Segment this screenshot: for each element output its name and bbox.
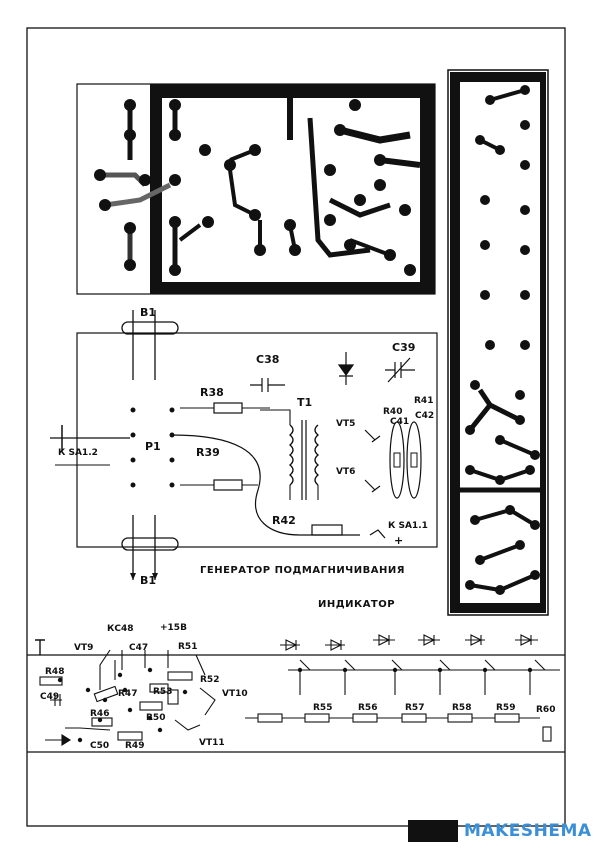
label-r38: R38 — [200, 386, 224, 399]
label-b1-top: В1 — [140, 306, 156, 319]
label-r57: R57 — [405, 703, 424, 713]
watermark: MAKESHEMA — [408, 818, 594, 844]
label-r60: R60 — [536, 705, 555, 715]
label-r49: R49 — [125, 741, 144, 751]
label-r51: R51 — [178, 642, 197, 652]
control-strip — [27, 634, 565, 753]
right-pcb-board — [447, 69, 549, 616]
label-t1: Т1 — [297, 396, 312, 409]
top-pcb-board — [76, 83, 436, 295]
indicator-labels: R55 R56 R57 R58 R59 R60 — [313, 703, 555, 715]
caption-indicator: ИНДИКАТОР — [318, 599, 395, 610]
watermark-bar — [408, 820, 458, 842]
caption-generator: ГЕНЕРАТОР ПОДМАГНИЧИВАНИЯ — [200, 565, 405, 576]
label-r41: R41 — [414, 396, 433, 406]
label-r48: R48 — [45, 667, 64, 677]
label-sa11: К SА1.1 — [388, 521, 428, 531]
label-c49: С49 — [40, 692, 59, 702]
label-r46: R46 — [90, 709, 109, 719]
label-vt9: VТ9 — [74, 643, 93, 653]
label-r56: R56 — [358, 703, 377, 713]
control-labels: КС48 +15В VТ9 С47 R51 R48 R52 С49 R47 R5… — [40, 623, 248, 751]
label-plus: + — [394, 534, 403, 547]
label-p1: Р1 — [145, 440, 161, 453]
indicator-resistors — [245, 713, 552, 742]
label-sa12: К SА1.2 — [58, 448, 98, 458]
label-b1-bottom: В1 — [140, 574, 156, 587]
sheet-border — [26, 27, 566, 827]
label-vt5: VТ5 — [336, 419, 355, 429]
label-r47: R47 — [118, 689, 137, 699]
label-plus15: +15В — [160, 623, 187, 633]
label-r59: R59 — [496, 703, 515, 713]
label-r40: R40 — [383, 407, 402, 417]
label-vt6: VТ6 — [336, 467, 355, 477]
label-vt11: VТ11 — [199, 738, 225, 748]
label-c42: С42 — [415, 411, 434, 421]
label-r58: R58 — [452, 703, 471, 713]
label-r42: R42 — [272, 514, 296, 527]
label-c50: С50 — [90, 741, 109, 751]
label-r53: R53 — [153, 687, 172, 697]
label-c47: С47 — [129, 643, 148, 653]
watermark-brand: MAKESHEMA — [464, 821, 592, 841]
label-vt10: VТ10 — [222, 689, 248, 699]
label-r50: R50 — [146, 713, 165, 723]
indicator-leds — [280, 634, 560, 695]
generator-labels: В1 В1 С38 С39 R38 R39 R40 R41 С41 С42 R4… — [58, 306, 434, 587]
generator-board — [50, 310, 438, 580]
label-kc48: КС48 — [107, 624, 134, 634]
label-r52: R52 — [200, 675, 219, 685]
label-r55: R55 — [313, 703, 332, 713]
label-c38: С38 — [256, 353, 279, 366]
label-r39: R39 — [196, 446, 220, 459]
label-c41: С41 — [390, 417, 409, 427]
label-c39: С39 — [392, 341, 415, 354]
